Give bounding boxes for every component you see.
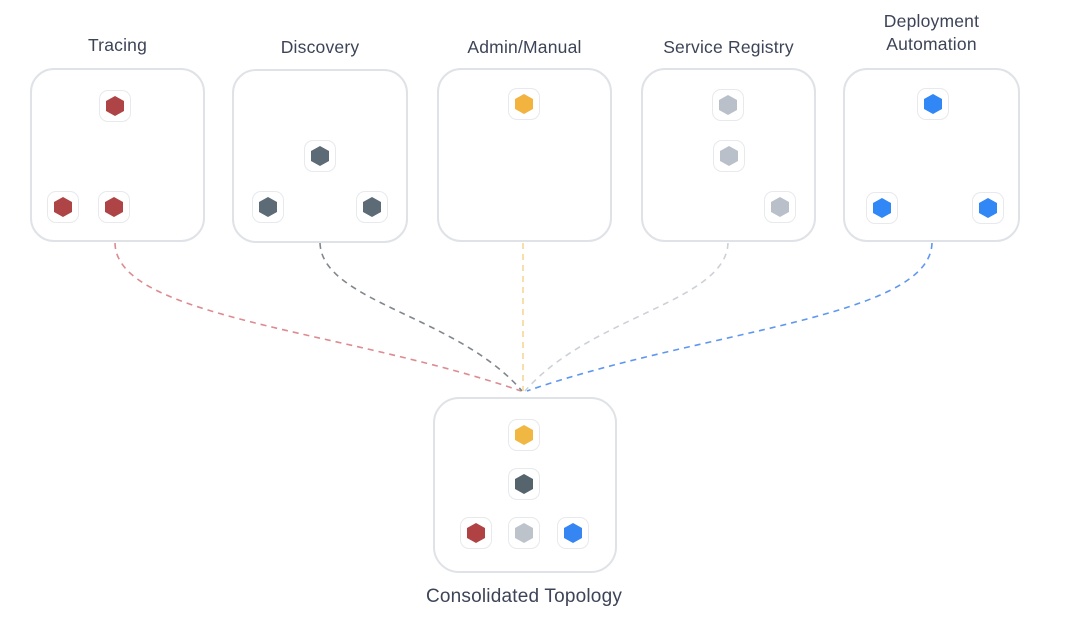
hexagon-icon: [873, 198, 891, 218]
hexagon-icon: [259, 197, 277, 217]
hexagon-icon: [720, 146, 738, 166]
node: [98, 191, 130, 223]
hexagon-icon: [515, 474, 533, 494]
hexagon-icon: [311, 146, 329, 166]
node: [508, 517, 540, 549]
node: [764, 191, 796, 223]
node: [972, 192, 1004, 224]
node: [917, 88, 949, 120]
hexagon-icon: [467, 523, 485, 543]
hexagon-icon: [719, 95, 737, 115]
hexagon-icon: [54, 197, 72, 217]
node: [508, 419, 540, 451]
connector-service-registry: [524, 242, 729, 392]
hexagon-icon: [515, 425, 533, 445]
node: [557, 517, 589, 549]
hexagon-icon: [363, 197, 381, 217]
node: [460, 517, 492, 549]
hexagon-icon: [105, 197, 123, 217]
hexagon-icon: [564, 523, 582, 543]
node: [47, 191, 79, 223]
source-title-service-registry: Service Registry: [663, 37, 794, 57]
hexagon-icon: [515, 94, 533, 114]
hexagon-icon: [979, 198, 997, 218]
hexagon-icon: [924, 94, 942, 114]
node: [99, 90, 131, 122]
source-title-admin-manual: Admin/Manual: [467, 37, 582, 57]
node: [508, 468, 540, 500]
node: [713, 140, 745, 172]
source-title-tracing: Tracing: [87, 35, 148, 55]
node: [866, 192, 898, 224]
node: [252, 191, 284, 223]
connector-deployment-automation: [526, 242, 933, 392]
hexagon-icon: [106, 96, 124, 116]
connector-tracing: [114, 242, 522, 392]
source-title-discovery: Discovery: [280, 37, 360, 57]
hexagon-icon: [515, 523, 533, 543]
node: [356, 191, 388, 223]
consolidated-title: Consolidated Topology: [425, 586, 623, 607]
connector-discovery: [319, 242, 523, 392]
hexagon-icon: [771, 197, 789, 217]
node: [304, 140, 336, 172]
source-title-deployment-automation: Deployment Automation: [883, 11, 980, 55]
node: [712, 89, 744, 121]
node: [508, 88, 540, 120]
